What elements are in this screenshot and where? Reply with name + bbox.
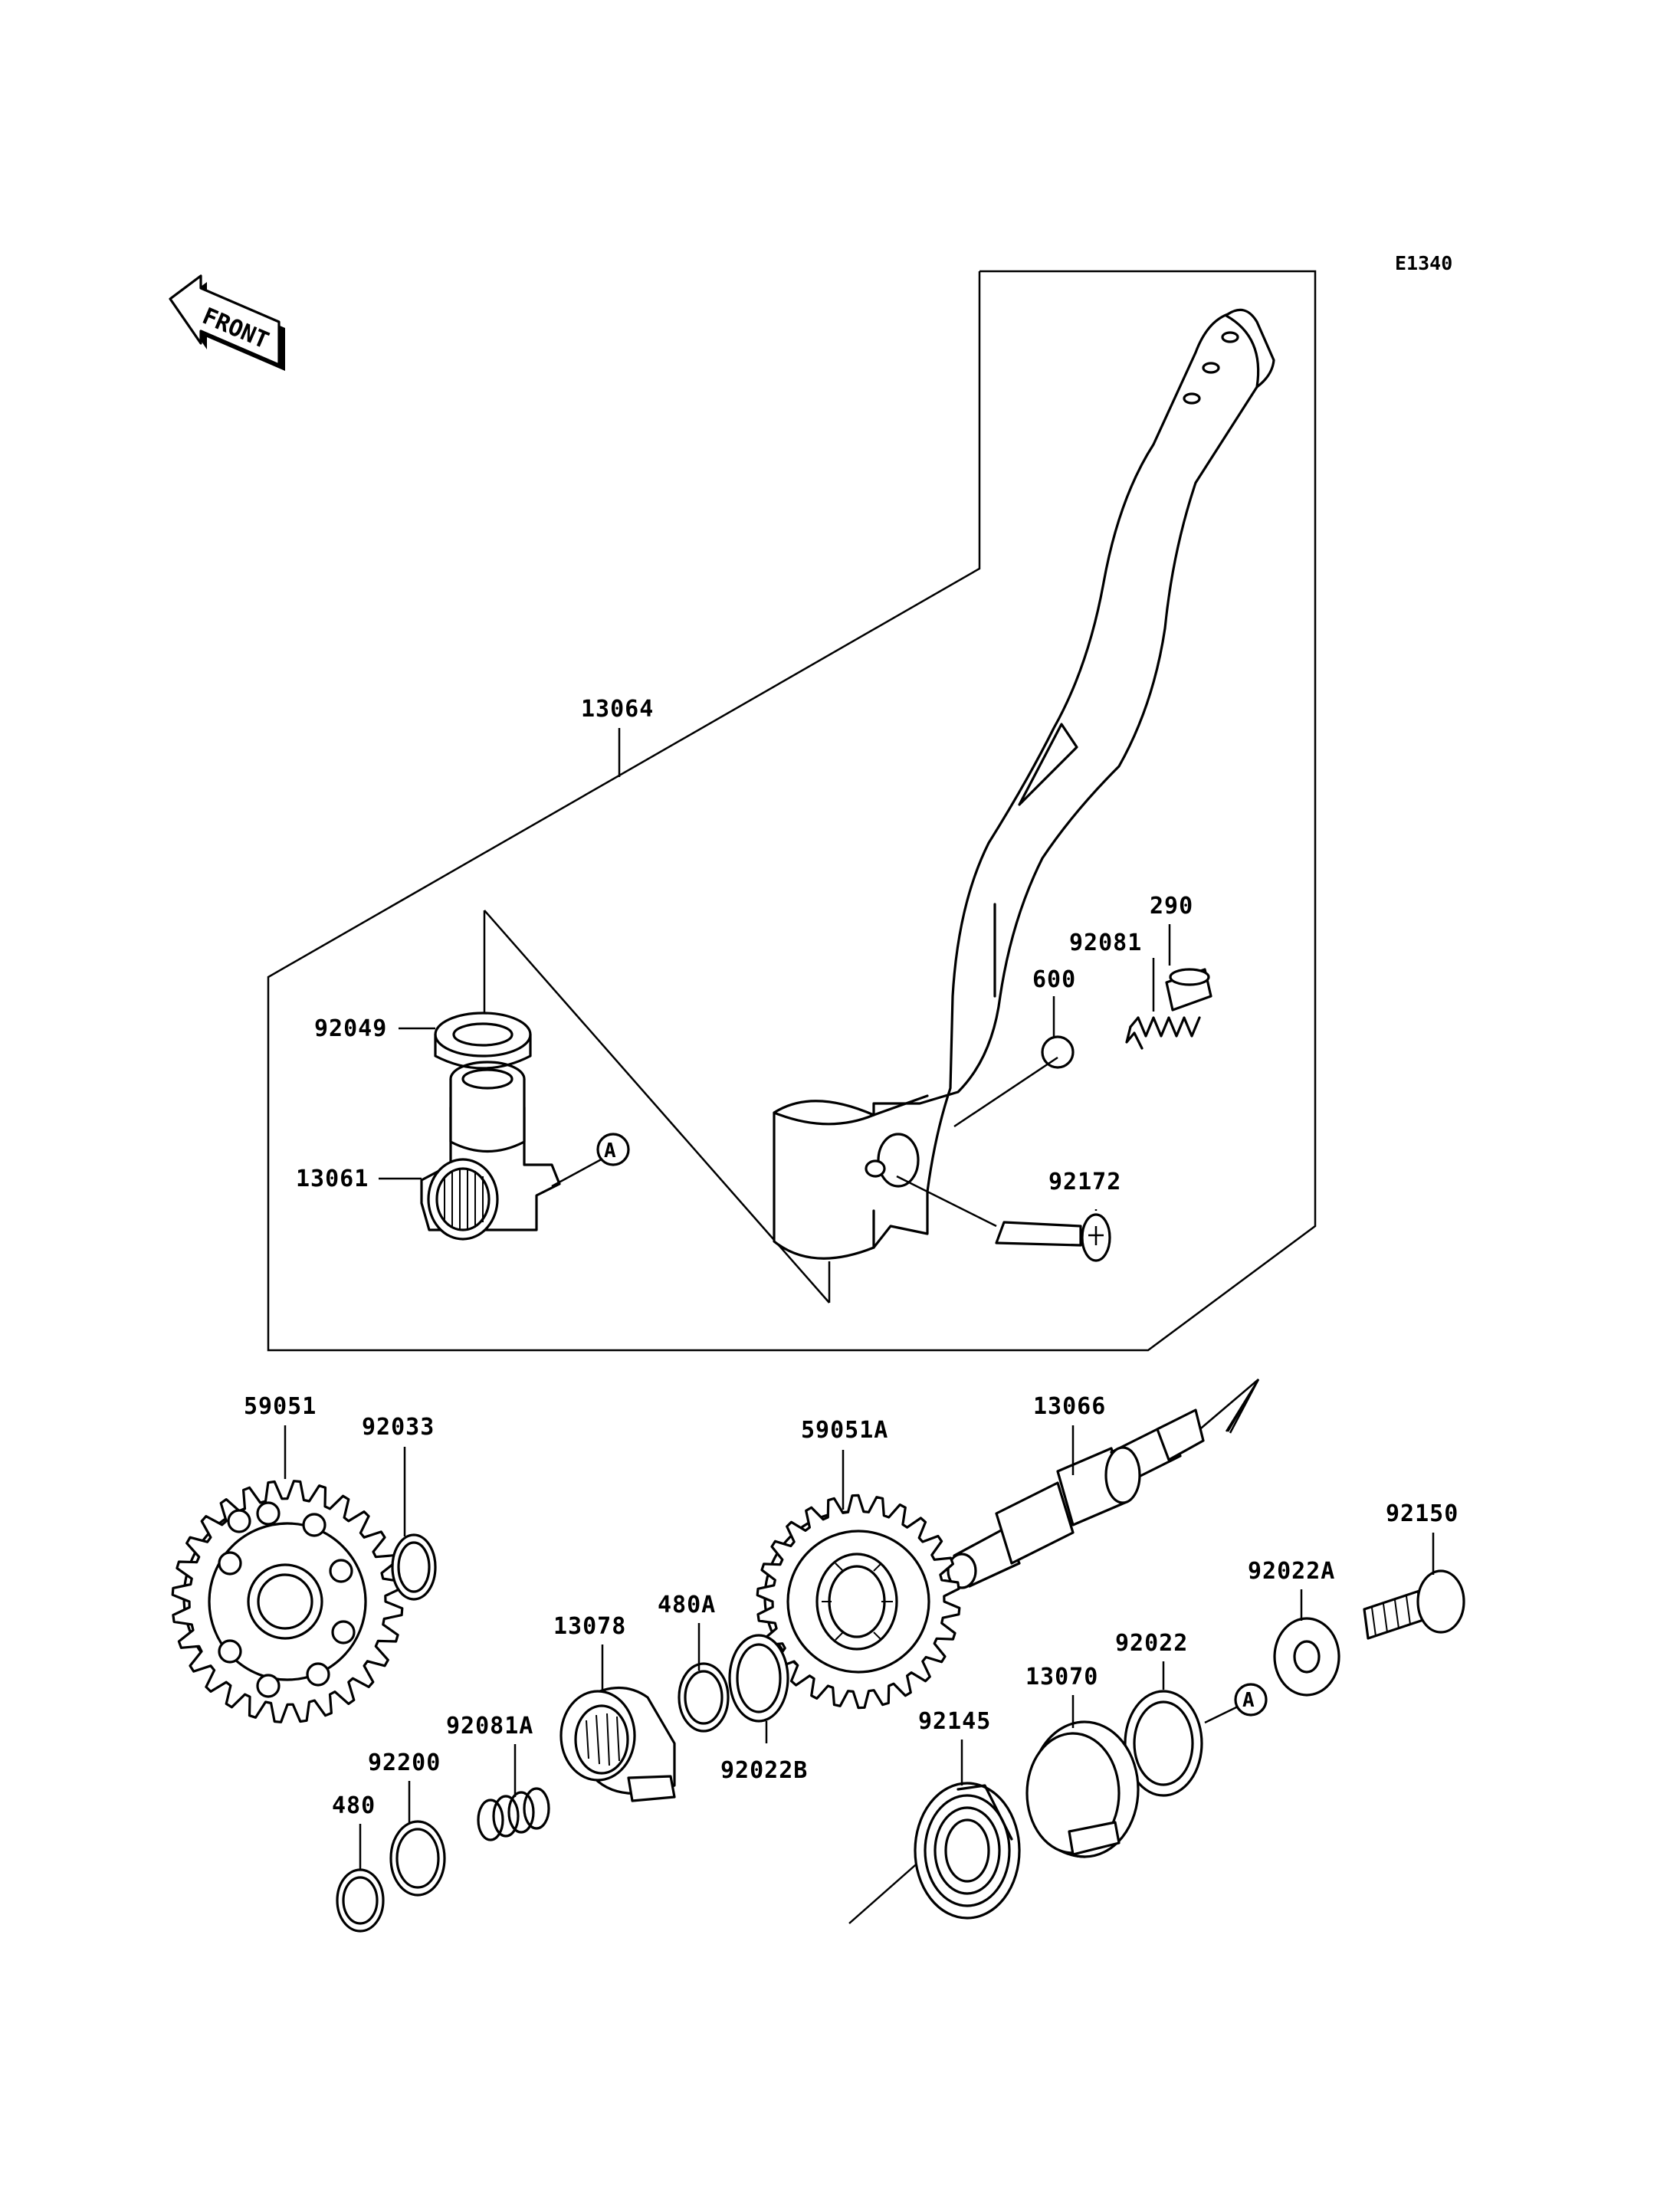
label-600: 600 <box>1032 966 1076 993</box>
label-480: 480 <box>332 1792 376 1819</box>
label-13066: 13066 <box>1033 1393 1106 1420</box>
ref-marker-a-upper: A <box>551 1133 630 1188</box>
label-92022: 92022 <box>1115 1630 1188 1657</box>
label-92200: 92200 <box>368 1749 441 1776</box>
label-13064: 13064 <box>581 696 654 723</box>
ref-marker-a-lower: A <box>1204 1683 1268 1724</box>
label-59051A: 59051A <box>801 1417 888 1444</box>
oil-seal-92049 <box>434 1012 532 1070</box>
gear-59051 <box>171 1480 404 1723</box>
label-290: 290 <box>1150 893 1193 920</box>
bolt-92172 <box>896 1175 1111 1262</box>
label-92150: 92150 <box>1386 1500 1459 1527</box>
washer-92200 <box>389 1820 446 1897</box>
label-92172: 92172 <box>1048 1169 1121 1195</box>
kick-shaft-housing-13061 <box>420 1061 561 1241</box>
bolt-92150 <box>1363 1569 1465 1640</box>
svg-text:A: A <box>604 1139 616 1162</box>
label-13061: 13061 <box>296 1166 369 1192</box>
label-480A: 480A <box>658 1592 716 1618</box>
spring-92081 <box>1125 1016 1201 1050</box>
leader-lines <box>284 728 1435 1870</box>
label-92145: 92145 <box>918 1708 991 1735</box>
kick-pedal-arm <box>773 308 1275 1260</box>
gear-59051A <box>756 1494 961 1710</box>
label-13078: 13078 <box>553 1613 626 1640</box>
ratchet-13078 <box>559 1686 676 1802</box>
plug-290 <box>1165 968 1212 1012</box>
label-13070: 13070 <box>1025 1664 1098 1690</box>
label-92022A: 92022A <box>1248 1558 1335 1585</box>
svg-text:A: A <box>1242 1689 1255 1712</box>
diagram-code: E1340 <box>1395 252 1452 274</box>
washer-92022A <box>1273 1617 1340 1697</box>
kit-outline-13064 <box>267 270 1317 1352</box>
label-92022B: 92022B <box>720 1757 808 1784</box>
circlip-480A <box>678 1662 730 1733</box>
collar-13070 <box>1025 1720 1140 1858</box>
label-92033: 92033 <box>362 1414 435 1441</box>
steel-ball-600 <box>1041 1035 1075 1069</box>
spring-92081A <box>477 1787 550 1841</box>
kick-shaft-13066 <box>947 1379 1260 1589</box>
label-59051: 59051 <box>244 1393 317 1420</box>
circlip-480 <box>336 1868 385 1933</box>
washer-92033 <box>391 1533 437 1601</box>
kick-spring-92145 <box>848 1782 1021 1924</box>
washer-92022B <box>728 1634 789 1723</box>
front-arrow-icon: FRONT <box>169 274 285 371</box>
label-92049: 92049 <box>314 1015 387 1042</box>
label-92081A: 92081A <box>446 1713 533 1740</box>
label-92081: 92081 <box>1069 930 1142 956</box>
